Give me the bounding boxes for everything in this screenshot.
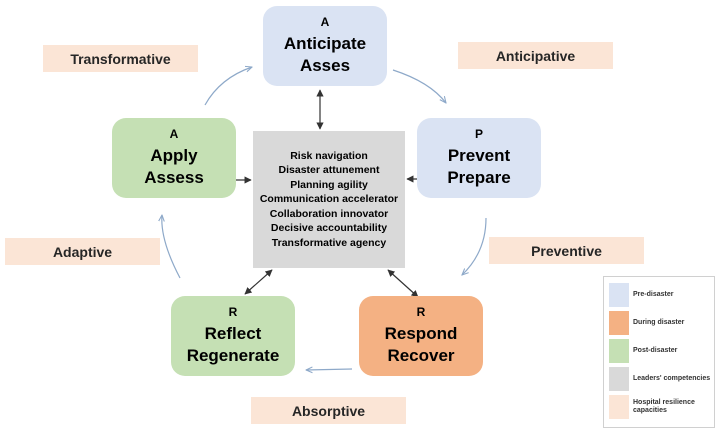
competency-item: Collaboration innovator (269, 207, 389, 220)
legend-swatch (609, 367, 629, 391)
legend-swatch (609, 395, 629, 419)
leaders-competencies-box: Risk navigation Disaster attunement Plan… (253, 131, 405, 268)
legend-swatch (609, 283, 629, 307)
legend-swatch (609, 339, 629, 363)
legend-label: Hospital resilience capacities (633, 399, 695, 414)
node-apply-title: Apply (150, 146, 198, 165)
cycle-arrow-prevent-respond (462, 217, 487, 275)
legend-item-leaders-competencies: Leaders' competencies (609, 367, 710, 391)
node-respond: R Respond Recover (359, 296, 483, 376)
cycle-arrow-apply-anticipate (204, 67, 252, 106)
legend-label: Pre-disaster (633, 291, 674, 298)
legend-item-hospital-resilience-capacities: Hospital resilience capacities (609, 395, 709, 419)
link-center-reflect (244, 269, 273, 295)
legend-item-pre-disaster: Pre-disaster (609, 283, 709, 307)
competency-item: Transformative agency (271, 236, 387, 249)
node-apply-letter: A (169, 127, 179, 141)
node-reflect-title: Reflect (204, 324, 262, 343)
cycle-arrow-anticipate-prevent (392, 69, 446, 103)
competency-item: Decisive accountability (270, 222, 388, 235)
capacity-absorptive: Absorptive (251, 397, 406, 424)
legend-swatch (609, 311, 629, 335)
competency-item: Risk navigation (290, 149, 368, 162)
link-center-respond (387, 269, 419, 298)
node-respond-title: Respond (384, 324, 458, 343)
node-respond-letter: R (416, 305, 426, 319)
legend-item-post-disaster: Post-disaster (609, 339, 709, 363)
capacity-anticipative: Anticipative (458, 42, 613, 69)
competency-item: Communication accelerator (259, 193, 399, 206)
competency-item: Disaster attunement (278, 164, 380, 177)
legend: Pre-disaster During disaster Post-disast… (603, 276, 715, 428)
cycle-arrow-reflect-apply (162, 215, 181, 279)
node-prevent-title: Prevent (447, 146, 511, 165)
node-anticipate: A Anticipate Asses (263, 6, 387, 86)
competency-item: Planning agility (290, 178, 368, 191)
node-prevent-subtitle: Prepare (447, 168, 511, 187)
node-anticipate-subtitle: Asses (299, 56, 351, 75)
node-apply-subtitle: Assess (144, 168, 204, 187)
node-prevent-letter: P (474, 127, 483, 141)
node-reflect-subtitle: Regenerate (186, 346, 280, 365)
capacity-preventive: Preventive (489, 237, 644, 264)
node-respond-subtitle: Recover (387, 346, 455, 365)
legend-label: Post-disaster (633, 347, 678, 354)
legend-label: Leaders' competencies (633, 375, 711, 382)
cycle-arrow-respond-reflect (306, 369, 353, 370)
node-reflect: R Reflect Regenerate (171, 296, 295, 376)
capacity-transformative: Transformative (43, 45, 198, 72)
node-anticipate-title: Anticipate (283, 34, 367, 53)
node-anticipate-letter: A (320, 15, 330, 29)
capacity-adaptive: Adaptive (5, 238, 160, 265)
legend-label: During disaster (633, 319, 685, 326)
node-reflect-letter: R (228, 305, 238, 319)
legend-item-during-disaster: During disaster (609, 311, 709, 335)
node-apply: A Apply Assess (112, 118, 236, 198)
node-prevent: P Prevent Prepare (417, 118, 541, 198)
